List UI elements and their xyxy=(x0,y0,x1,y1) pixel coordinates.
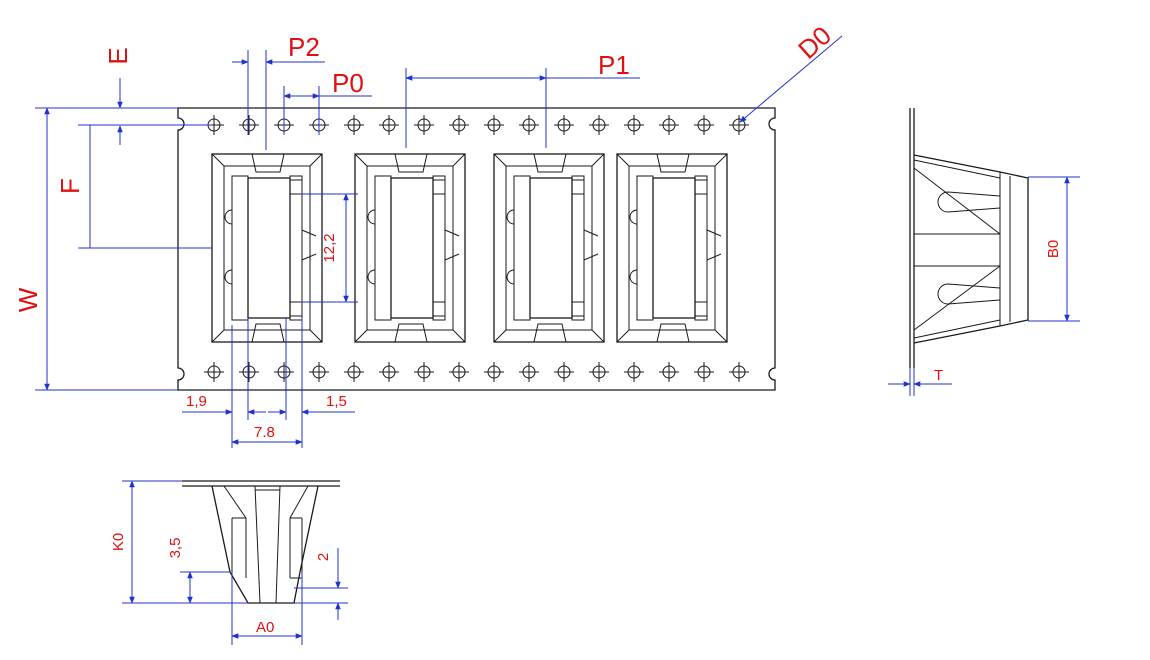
label-1-5: 1,5 xyxy=(326,393,347,410)
sprocket-hole xyxy=(484,362,504,382)
sprocket-hole xyxy=(659,362,679,382)
sprocket-hole xyxy=(519,115,539,135)
sprocket-holes-top xyxy=(204,115,749,135)
sprocket-hole xyxy=(414,362,434,382)
cross-section-view xyxy=(122,480,348,645)
label-3-5: 3,5 xyxy=(167,538,184,559)
sprocket-hole xyxy=(694,115,714,135)
sprocket-hole xyxy=(414,115,434,135)
sprocket-hole xyxy=(519,362,539,382)
sprocket-hole xyxy=(729,362,749,382)
sprocket-hole xyxy=(729,115,749,135)
side-view xyxy=(888,108,1080,396)
component-pockets xyxy=(211,153,728,343)
label-p2: P2 xyxy=(288,32,320,62)
sprocket-hole xyxy=(554,362,574,382)
label-d0: D0 xyxy=(792,20,837,65)
label-2: 2 xyxy=(315,553,332,561)
component-pocket xyxy=(493,153,605,343)
component-pocket xyxy=(211,153,323,343)
label-12-2: 12,2 xyxy=(321,233,338,262)
sprocket-hole xyxy=(589,115,609,135)
label-f: F xyxy=(55,178,85,194)
sprocket-hole xyxy=(449,362,469,382)
component-pocket xyxy=(354,153,466,343)
label-7-8: 7.8 xyxy=(254,424,275,441)
sprocket-hole xyxy=(344,115,364,135)
sprocket-holes-bottom xyxy=(204,362,749,382)
sprocket-hole xyxy=(379,115,399,135)
sprocket-hole xyxy=(309,362,329,382)
label-a0: A0 xyxy=(256,619,274,636)
sprocket-hole xyxy=(379,362,399,382)
sprocket-hole xyxy=(589,362,609,382)
sprocket-hole xyxy=(239,115,259,135)
sprocket-hole xyxy=(274,362,294,382)
sprocket-hole xyxy=(204,362,224,382)
sprocket-hole xyxy=(449,115,469,135)
sprocket-hole xyxy=(694,362,714,382)
sprocket-hole xyxy=(624,362,644,382)
sprocket-hole xyxy=(554,115,574,135)
tape-top-view xyxy=(177,107,776,391)
label-p0: P0 xyxy=(332,68,364,98)
sprocket-hole xyxy=(344,362,364,382)
label-1-9: 1,9 xyxy=(186,393,207,410)
sprocket-hole xyxy=(659,115,679,135)
label-k0: K0 xyxy=(110,533,127,551)
tape-outline xyxy=(177,107,776,391)
component-pocket xyxy=(616,153,728,343)
sprocket-hole xyxy=(484,115,504,135)
sprocket-hole xyxy=(624,115,644,135)
dimension-labels: E P2 P0 P1 D0 F W 12,2 1,9 1,5 7.8 B0 T … xyxy=(13,20,1062,636)
label-p1: P1 xyxy=(598,50,630,80)
label-b0: B0 xyxy=(1045,240,1062,258)
sprocket-hole xyxy=(239,362,259,382)
top-view-dimensions xyxy=(35,35,843,448)
label-e: E xyxy=(103,47,133,64)
label-w: W xyxy=(13,287,43,312)
label-t: T xyxy=(934,367,943,384)
